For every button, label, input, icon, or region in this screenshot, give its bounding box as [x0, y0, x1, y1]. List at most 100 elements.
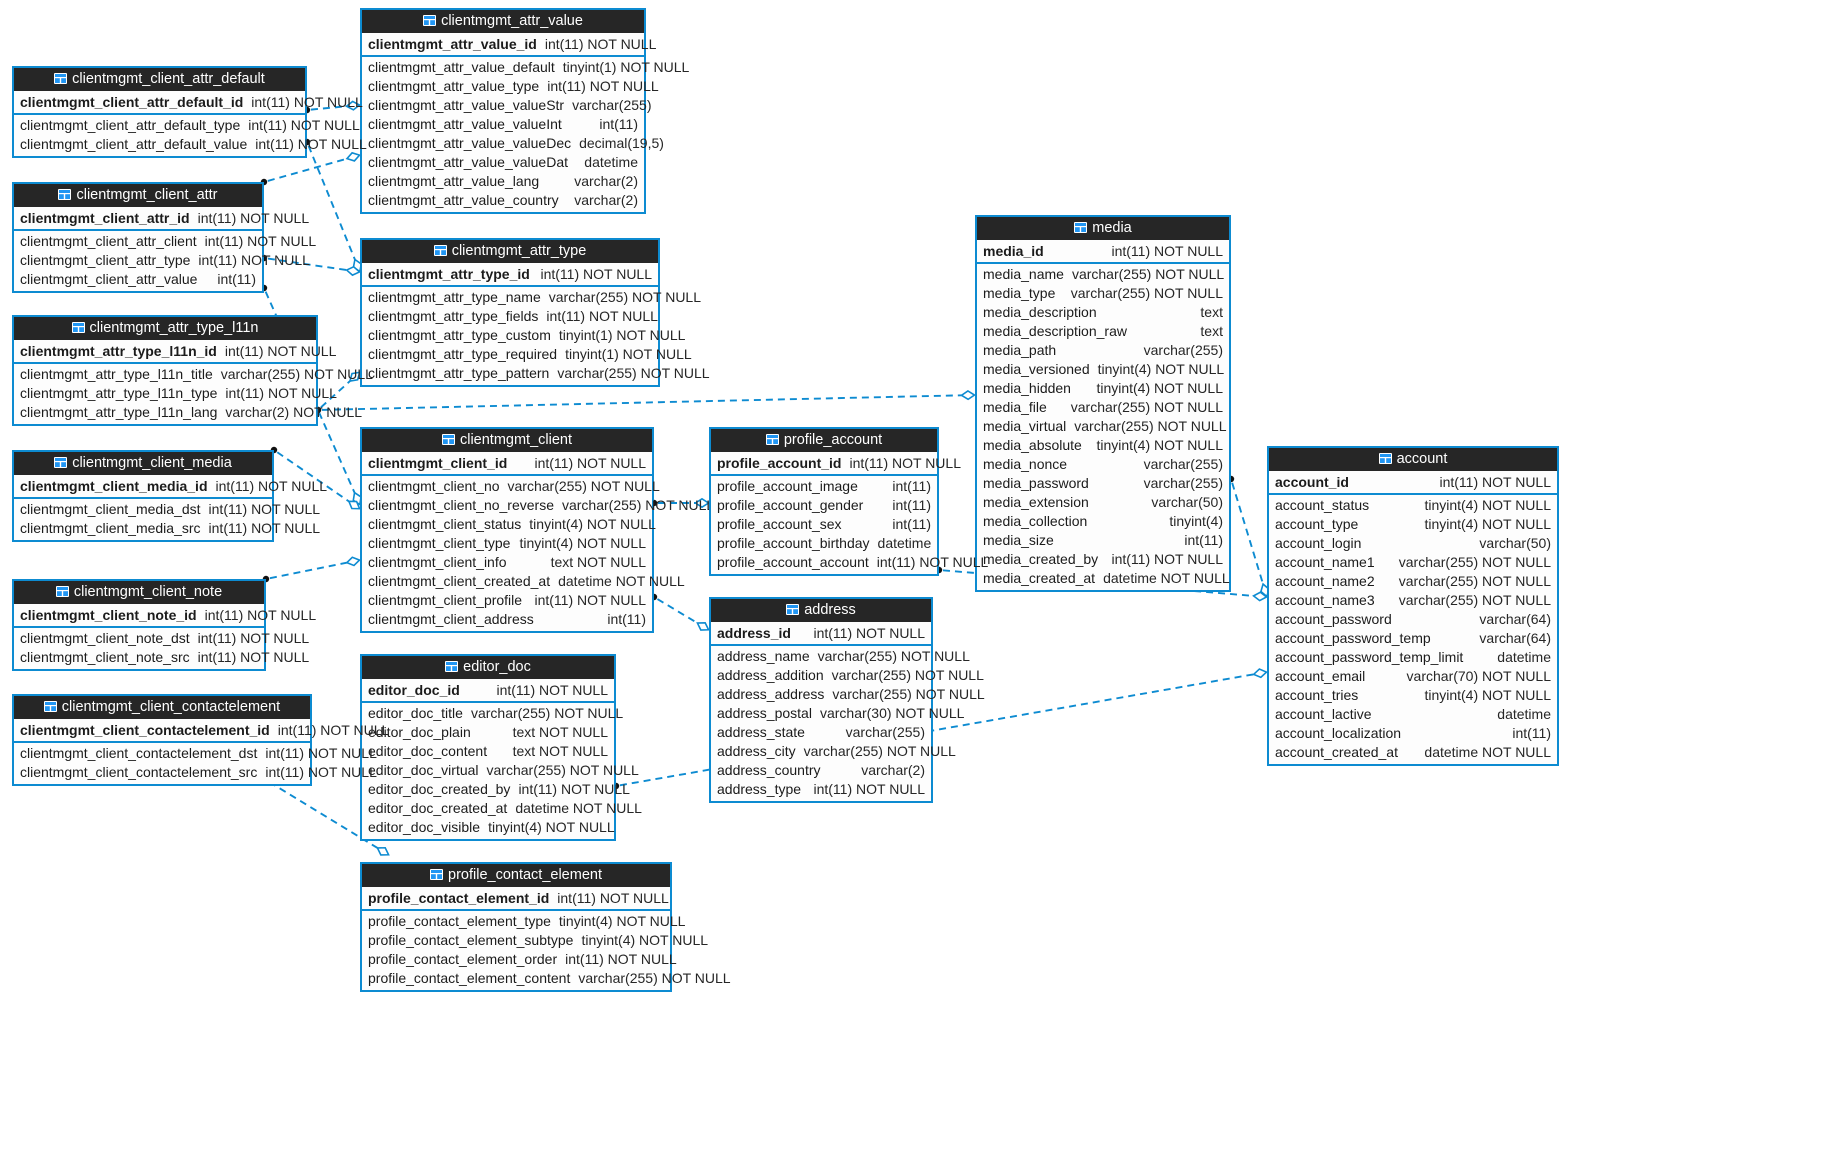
table-header-clientmgmt_client_media[interactable]: clientmgmt_client_media — [14, 452, 272, 475]
table-header-clientmgmt_attr_type[interactable]: clientmgmt_attr_type — [362, 240, 658, 263]
table-header-clientmgmt_client_attr[interactable]: clientmgmt_client_attr — [14, 184, 262, 207]
table-header-clientmgmt_client[interactable]: clientmgmt_client — [362, 429, 652, 452]
table-header-account[interactable]: account — [1269, 448, 1557, 471]
table-header-clientmgmt_client_attr_default[interactable]: clientmgmt_client_attr_default — [14, 68, 305, 91]
table-clientmgmt_attr_type[interactable]: clientmgmt_attr_type clientmgmt_attr_type… — [360, 238, 710, 387]
table-header-profile_account[interactable]: profile_account — [711, 429, 937, 452]
table-header-profile_contact_element[interactable]: profile_contact_element — [362, 864, 670, 887]
table-header-editor_doc[interactable]: editor_doc — [362, 656, 614, 679]
table-header-media[interactable]: media — [977, 217, 1229, 240]
table-clientmgmt_client_media[interactable]: clientmgmt_client_media clientmgmt_client… — [12, 450, 327, 542]
table-header-clientmgmt_client_note[interactable]: clientmgmt_client_note — [14, 581, 264, 604]
table-header-clientmgmt_attr_value[interactable]: clientmgmt_attr_value — [362, 10, 644, 33]
table-header-clientmgmt_client_contactelement[interactable]: clientmgmt_client_contactelement — [14, 696, 310, 719]
